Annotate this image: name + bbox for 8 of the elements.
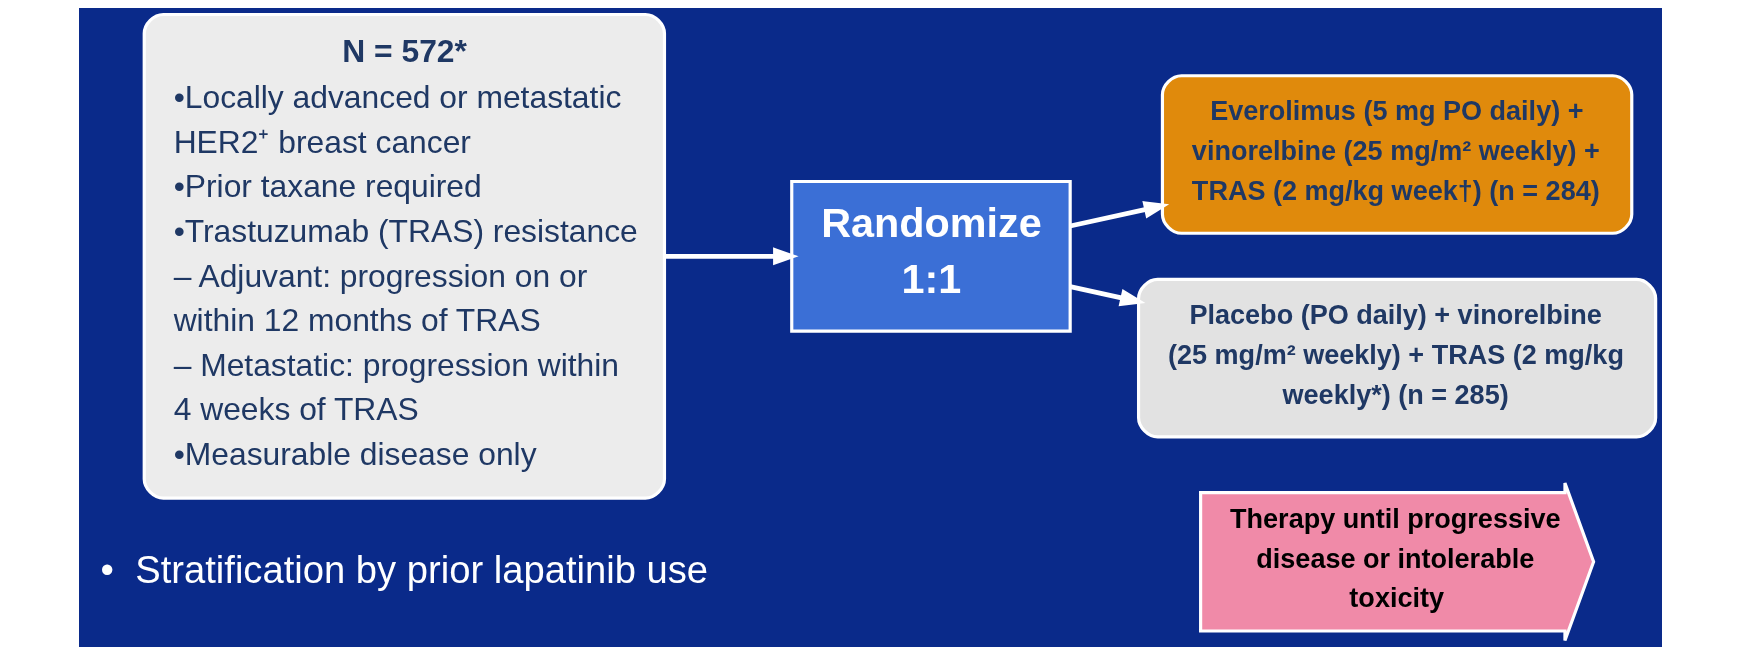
arrow	[664, 247, 799, 266]
arrow	[1069, 201, 1169, 229]
node-box: Everolimus (5 mg PO daily) + vinorelbine (25 mg/m² weekly) + TRAS (2 mg/kg week†) (n = 284)	[1160, 74, 1633, 235]
label: • Stratification by prior lapatinib use	[100, 547, 708, 591]
node-box: Placebo (PO daily) + vinorelbine (25 mg/m² weekly) + TRAS (2 mg/kg weekly*) (n = 285)	[1136, 277, 1657, 439]
arrow	[1069, 284, 1145, 307]
node-box: N = 572* •Locally advanced or metastatic HER2⁺ breast cancer •Prior taxane required •Trastuzumab (TRAS) resistance – Adjuvant: progression on or within 12 months of TRAS – Metastatic: progression within 4 weeks of TRAS •Measurable disease only	[142, 12, 666, 500]
node-box: Randomize 1:1	[789, 179, 1072, 333]
